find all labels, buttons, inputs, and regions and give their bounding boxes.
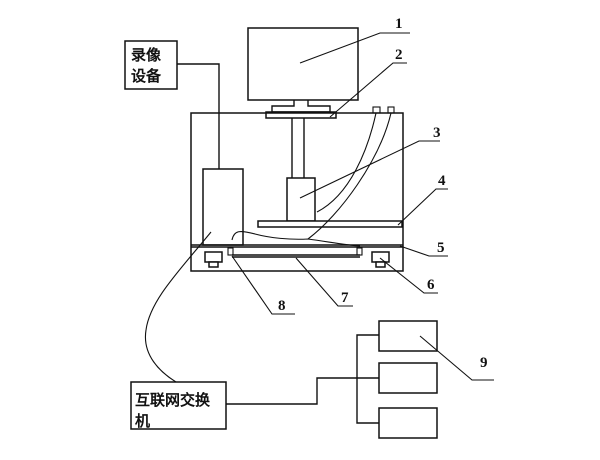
cable-plug-1 [372,106,381,114]
video-device-box: 录像 设备 [124,40,178,90]
callout-1: 1 [395,16,403,32]
leader-2 [329,62,407,118]
cylinder [286,177,316,222]
cable-plug-2 [387,106,395,114]
leader-5 [399,245,448,257]
video-device-connection [177,63,220,170]
support-plate [265,111,337,119]
callout-3: 3 [433,125,441,141]
internet-switch-label-line1: 互联网交换 [135,391,211,409]
callout-8: 8 [278,298,286,314]
callout-5: 5 [437,240,445,256]
leader-4 [397,188,448,226]
foot-left-base [208,261,219,268]
hose-2 [307,112,392,240]
terminal-2 [378,362,438,394]
leader-8 [231,255,295,315]
callout-2: 2 [395,47,403,63]
leader-1 [299,32,410,64]
switch-connection [226,377,379,405]
foot-left [204,251,223,263]
slider-right [356,247,363,256]
leader-3 [299,140,440,199]
video-device-label-line1: 录像 [131,46,162,64]
internet-switch-label-line2: 机 [135,412,150,430]
monitor [247,27,359,101]
internet-switch-box: 互联网交换 机 [130,381,227,430]
video-device-label-line2: 设备 [131,67,162,85]
foot-right-base [375,261,386,268]
callout-7: 7 [341,290,349,306]
lift-plate [257,220,403,228]
leader-7 [295,257,353,307]
leader-9 [419,335,494,381]
terminal-3 [378,407,438,439]
terminal-1 [378,320,438,352]
callout-9: 9 [480,355,488,371]
terminal-bus [356,334,379,424]
hose-1 [316,112,377,213]
network-cable [144,231,212,383]
cable-wire [231,230,361,247]
monitor-stand [271,100,331,113]
callout-6: 6 [427,277,435,293]
leader-6 [379,257,438,294]
foot-right [371,251,390,263]
enclosure [190,112,404,272]
slider-left [227,247,234,256]
callout-4: 4 [438,173,446,189]
